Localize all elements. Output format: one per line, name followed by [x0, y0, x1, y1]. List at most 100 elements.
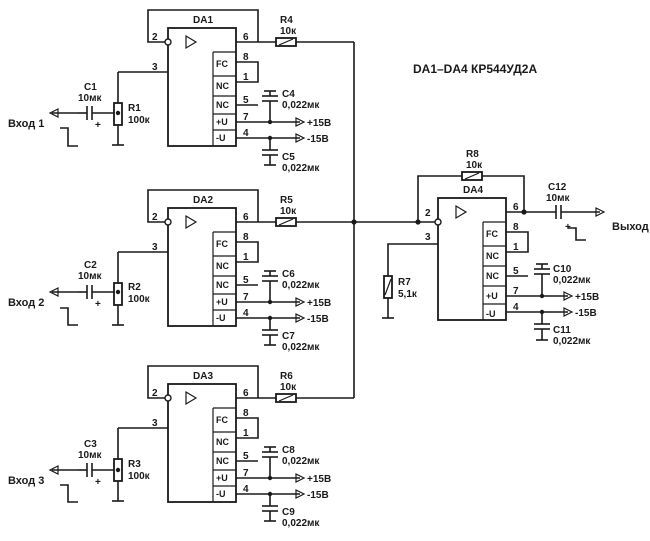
rail-neg-label: -15В	[307, 134, 329, 145]
svg-text:1: 1	[243, 72, 249, 83]
svg-text:+U: +U	[216, 473, 228, 483]
c2-polarity: +	[95, 299, 101, 310]
stage-da1	[48, 9, 354, 166]
c5-ref: C5	[282, 152, 295, 163]
opamp-ref-da2: DA2	[193, 195, 213, 206]
opamp-ref-da3: DA3	[193, 371, 213, 382]
c9-ref: C9	[282, 507, 295, 518]
svg-text:4: 4	[513, 302, 519, 313]
svg-text:FC: FC	[216, 59, 228, 69]
rail-pos-label: +15В	[307, 474, 331, 485]
svg-text:4: 4	[243, 484, 249, 495]
c1-ref: C1	[84, 82, 97, 93]
svg-text:FC: FC	[486, 229, 498, 239]
pins-da1: 2 3 6 8 1 5 7 4 FC NC NC +U -U	[152, 32, 249, 143]
title-label: DA1–DA4 КР544УД2А	[413, 62, 537, 76]
inverting-bubble-icon	[164, 218, 172, 226]
svg-text:2: 2	[425, 208, 431, 219]
pins-da3: 2 3 6 8 1 5 7 4 FC NC NC +U -U	[152, 388, 249, 499]
svg-text:NC: NC	[486, 271, 499, 281]
arrow-right-icon	[563, 291, 574, 301]
arrow-right-icon	[295, 473, 306, 483]
svg-text:7: 7	[243, 468, 249, 479]
svg-text:3: 3	[425, 232, 431, 243]
svg-text:5: 5	[513, 266, 519, 277]
c8-value: 0,022мк	[282, 456, 320, 467]
c12-ref: C12	[548, 182, 567, 193]
svg-text:6: 6	[243, 212, 249, 223]
svg-text:NC: NC	[486, 251, 499, 261]
r7-ref: R7	[398, 277, 411, 288]
arrow-right-icon	[295, 313, 306, 323]
svg-text:8: 8	[243, 52, 249, 63]
input-2-label: Вход 2	[8, 297, 44, 309]
svg-text:+U: +U	[486, 291, 498, 301]
svg-text:NC: NC	[216, 261, 229, 271]
c10-value: 0,022мк	[553, 275, 591, 286]
c7-value: 0,022мк	[282, 342, 320, 353]
c1-value: 10мк	[78, 93, 103, 104]
r2-ref: R2	[128, 282, 141, 293]
r2-value: 100к	[128, 294, 151, 305]
input-1-label: Вход 1	[8, 118, 44, 130]
c3-polarity: +	[95, 477, 101, 488]
c6-ref: C6	[282, 269, 295, 280]
r7-value: 5,1к	[398, 289, 418, 300]
output-label: Выход	[612, 221, 649, 233]
c3-value: 10мк	[78, 450, 103, 461]
c5-value: 0,022мк	[282, 163, 320, 174]
svg-text:7: 7	[243, 292, 249, 303]
opamp-body	[167, 383, 237, 503]
opamp-body	[167, 207, 237, 327]
rail-neg-label: -15В	[575, 308, 597, 319]
c10-ref: C10	[553, 264, 572, 275]
svg-text:5: 5	[243, 451, 249, 462]
svg-text:2: 2	[152, 212, 158, 223]
pins-da4: 2 3 6 8 1 5 7 4 FC NC NC +U -U	[425, 202, 519, 319]
svg-text:4: 4	[243, 308, 249, 319]
svg-text:1: 1	[243, 252, 249, 263]
rail-pos-label: +15В	[307, 118, 331, 129]
r8-ref: R8	[466, 149, 479, 160]
stage-da2	[48, 189, 354, 346]
svg-text:6: 6	[243, 388, 249, 399]
opamp-body	[167, 27, 237, 147]
c3-ref: C3	[84, 439, 97, 450]
arrow-right-icon	[295, 133, 306, 143]
c2-ref: C2	[84, 260, 97, 271]
arrow-right-icon	[595, 207, 606, 217]
svg-text:1: 1	[243, 428, 249, 439]
inverting-bubble-icon	[164, 394, 172, 402]
c12-polarity: +	[565, 222, 571, 233]
c11-value: 0,022мк	[553, 336, 591, 347]
opamp-body	[437, 197, 507, 321]
c12-value: 10мк	[546, 193, 571, 204]
rail-neg-label: -15В	[307, 490, 329, 501]
opamp-triangle-icon	[185, 34, 198, 50]
arrow-right-icon	[295, 117, 306, 127]
c6-value: 0,022мк	[282, 280, 320, 291]
input-3-label: Вход 3	[8, 475, 44, 487]
c9-value: 0,022мк	[282, 518, 320, 529]
svg-text:-U: -U	[486, 309, 496, 319]
r6-ref: R6	[280, 371, 293, 382]
opamp-ref-da4: DA4	[463, 185, 483, 196]
svg-text:FC: FC	[216, 239, 228, 249]
svg-text:7: 7	[513, 286, 519, 297]
svg-text:1: 1	[513, 242, 519, 253]
c4-ref: C4	[282, 89, 295, 100]
pins-da2: 2 3 6 8 1 5 7 4 FC NC NC +U -U	[152, 212, 249, 323]
r1-value: 100к	[128, 115, 151, 126]
arrow-right-icon	[295, 489, 306, 499]
svg-text:8: 8	[243, 232, 249, 243]
rail-pos-label: +15В	[575, 292, 599, 303]
c2-value: 10мк	[78, 271, 103, 282]
c8-ref: C8	[282, 445, 295, 456]
svg-text:NC: NC	[216, 81, 229, 91]
stage-da4	[382, 171, 606, 341]
opamp-ref-da1: DA1	[193, 15, 213, 26]
opamp-triangle-icon	[185, 390, 198, 406]
svg-text:3: 3	[152, 62, 158, 73]
c7-ref: C7	[282, 331, 295, 342]
